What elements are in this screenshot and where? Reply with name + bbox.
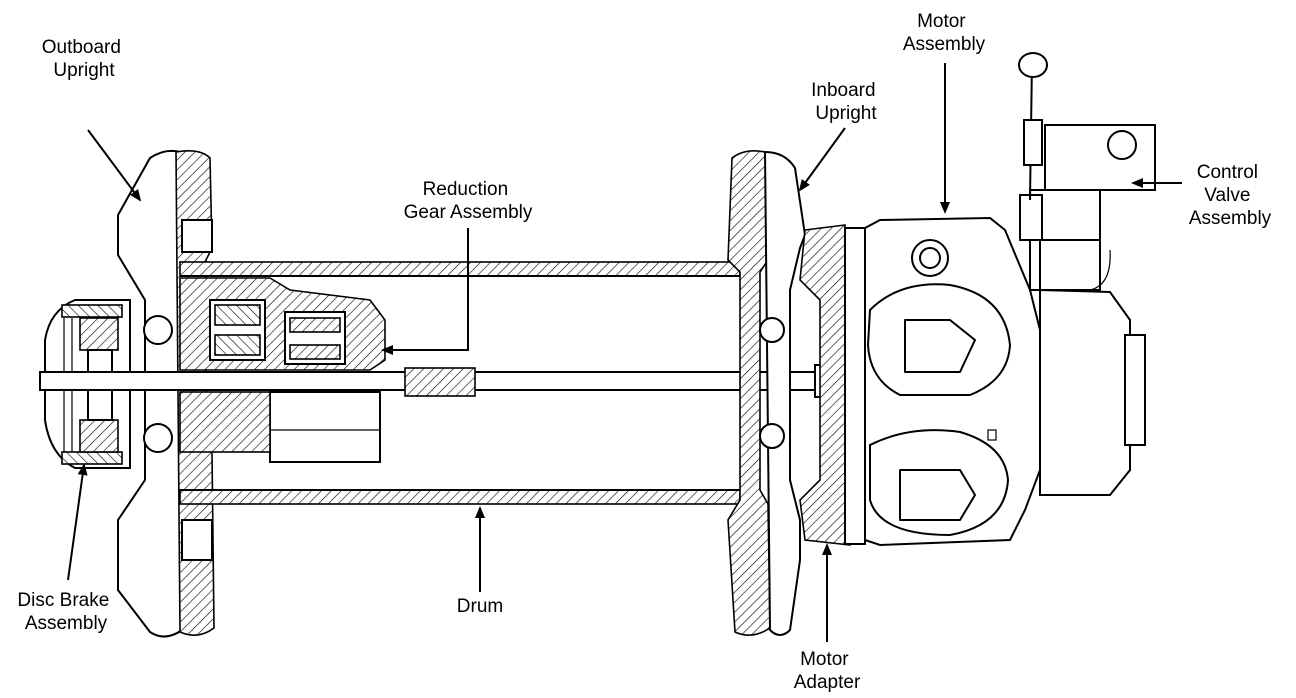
label-outboard-upright: Outboard Upright [42,37,127,81]
label-motor-assembly: Motor Assembly [903,11,986,55]
label-reduction-gear: Reduction Gear Assembly [404,179,533,223]
label-control-valve: Control Valve Assembly [1189,162,1272,229]
label-disc-brake: Disc Brake Assembly [17,590,114,634]
motor-assembly [864,216,1041,547]
control-valve-assembly [1018,52,1156,496]
inboard-upright [727,150,807,636]
disc-brake-assembly [44,299,131,469]
leader-outboard-upright [87,129,142,202]
motor-adapter [799,224,866,546]
leader-disc-brake [67,463,88,581]
label-drum: Drum [457,596,503,617]
leader-lines [67,63,1182,642]
label-motor-adapter: Motor Adapter [794,649,861,693]
leader-reduction-gear [381,228,469,355]
label-inboard-upright: Inboard Upright [811,80,881,124]
reduction-gear-assembly [143,277,386,463]
leader-inboard-upright [798,127,846,192]
drum [179,261,741,505]
